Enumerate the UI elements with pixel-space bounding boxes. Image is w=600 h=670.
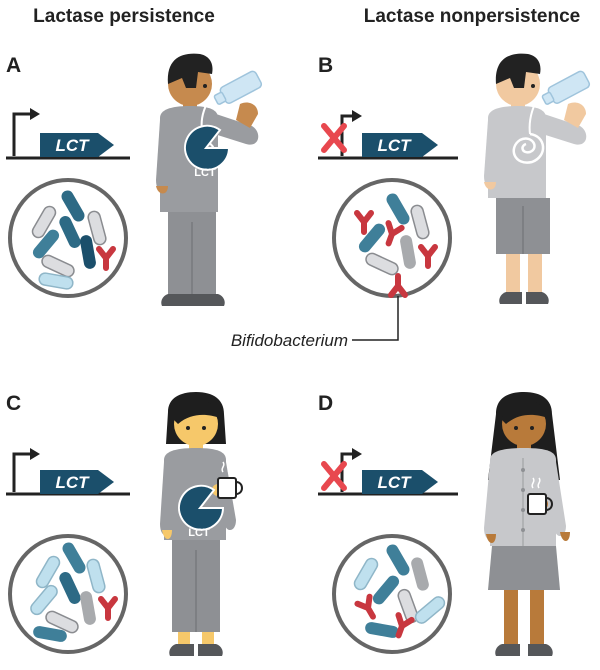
bacterium [59,572,81,604]
bacterium [41,254,75,278]
panel-letter-d: D [318,392,333,415]
bifidobacterium-icon [388,273,408,298]
column-title-persistence: Lactase persistence [33,6,215,27]
undigested-swirl-icon [512,132,545,164]
lct-enzyme-icon: LCT [178,484,225,539]
bifidobacterium-icon [354,210,374,235]
block-x-icon [321,123,347,153]
bacterium [38,272,74,290]
milk-bottle-icon [541,70,591,105]
bacterium [32,229,60,259]
bacterium [365,622,399,638]
lct-gene-arrow [40,133,114,157]
panel-letter-b: B [318,54,333,77]
bifidobacterium-icon [96,246,116,271]
bacterium [410,204,430,240]
block-x-icon [321,461,347,491]
panel-letter-a: A [6,54,21,77]
person-boy-b [484,53,591,304]
microbiome-circle-b [332,178,452,298]
bacterium [358,223,386,253]
bacterium [353,557,379,591]
bacterium [386,193,410,225]
bacterium [411,557,429,591]
bacterium [400,235,416,269]
bacterium [365,252,399,276]
promoter-arrow-icon [12,108,40,156]
lct-enzyme-icon: LCT [184,124,231,179]
promoter-arrow-icon [340,448,362,492]
panel-c: C LCT [6,392,243,656]
person-woman-d [484,392,570,656]
coffee-mug-icon [217,461,243,499]
lct-gene-label: LCT [377,473,412,492]
promoter-arrow-icon [12,448,40,492]
microbiome-circle-c [8,534,128,654]
gene-construct-d: LCT [318,448,458,496]
panel-a: A LCT [6,53,263,306]
bacterium [62,542,86,574]
person-woman-c: LCT [160,392,243,656]
bacterium [33,626,67,642]
panel-d: D LCT [318,392,570,656]
microbiome-circle-d [332,534,452,654]
bacterium [414,596,446,624]
bifidobacterium-icon [385,220,405,247]
gene-construct-c: LCT [6,448,130,496]
person-boy-a: LCT [156,53,263,306]
lct-gene-arrow [362,470,438,494]
bifidobacterium-icon [354,593,376,620]
gene-construct-b: LCT [318,110,458,160]
bacterium [45,610,79,634]
microbiome-circle-a [8,178,128,298]
bacterium [61,190,85,222]
bifidobacterium-label: Bifidobacterium [231,331,348,350]
bacterium [31,205,57,239]
bacterium [372,575,400,605]
bacterium [80,591,96,625]
belly-lct-label: LCT [188,527,210,539]
bacterium [59,216,81,248]
gene-construct-a: LCT [6,108,130,160]
bifidobacterium-icon [98,596,118,621]
bacterium [87,210,107,246]
bacterium [30,584,58,616]
bacterium [86,558,106,594]
panel-b: B LCT [231,53,591,350]
bifidobacterium-icon [395,612,415,639]
lct-gene-arrow [362,133,438,157]
milk-bottle-icon [213,70,263,105]
bifidobacterium-callout: Bifidobacterium [231,296,399,350]
lct-gene-label: LCT [377,136,412,155]
lct-gene-label: LCT [55,136,90,155]
promoter-arrow-icon [340,110,362,156]
bacterium [386,544,410,576]
lct-gene-arrow [40,470,114,494]
bifidobacterium-icon [418,244,438,269]
column-title-nonpersistence: Lactase nonpersistence [364,6,580,27]
lct-gene-label: LCT [55,473,90,492]
coffee-mug-icon [527,477,553,515]
panel-letter-c: C [6,392,21,415]
bacterium [35,555,61,589]
belly-lct-label: LCT [194,167,216,179]
bacterium [80,235,96,269]
